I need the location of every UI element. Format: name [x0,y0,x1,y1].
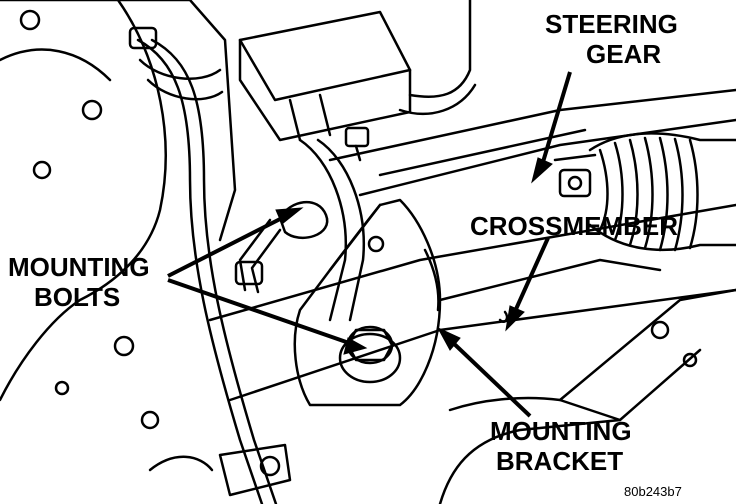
shock-absorber [116,0,237,242]
label-steering-gear-line2: GEAR [586,39,661,69]
label-mounting-bracket-line2: BRACKET [496,446,623,476]
label-mounting-bolts-line1: MOUNTING [8,252,150,282]
mounting-bolt-upper [234,200,329,294]
hose-fitting [148,443,292,497]
mounting-bracket [293,198,442,407]
brake-line [128,26,278,504]
figure-id: 80b243b7 [624,484,682,499]
label-crossmember: CROSSMEMBER [470,211,678,241]
brake-rotor-shield [0,0,167,430]
leader-arrows [167,71,572,418]
gear-fitting [553,153,597,198]
label-mounting-bracket-line1: MOUNTING [490,416,632,446]
arrow-crossmember [510,237,550,319]
arrow-bolt-upper [167,212,291,278]
arrow-bolt-lower [167,278,353,346]
steering-gear-tubes [298,88,736,322]
steering-gear-boot [588,132,736,252]
arrow-bracket [446,336,532,418]
arrow-steering-gear [538,71,572,173]
label-steering-gear-line1: STEERING [545,9,678,39]
electrical-connector [238,0,477,142]
label-mounting-bolts-line2: BOLTS [34,282,120,312]
